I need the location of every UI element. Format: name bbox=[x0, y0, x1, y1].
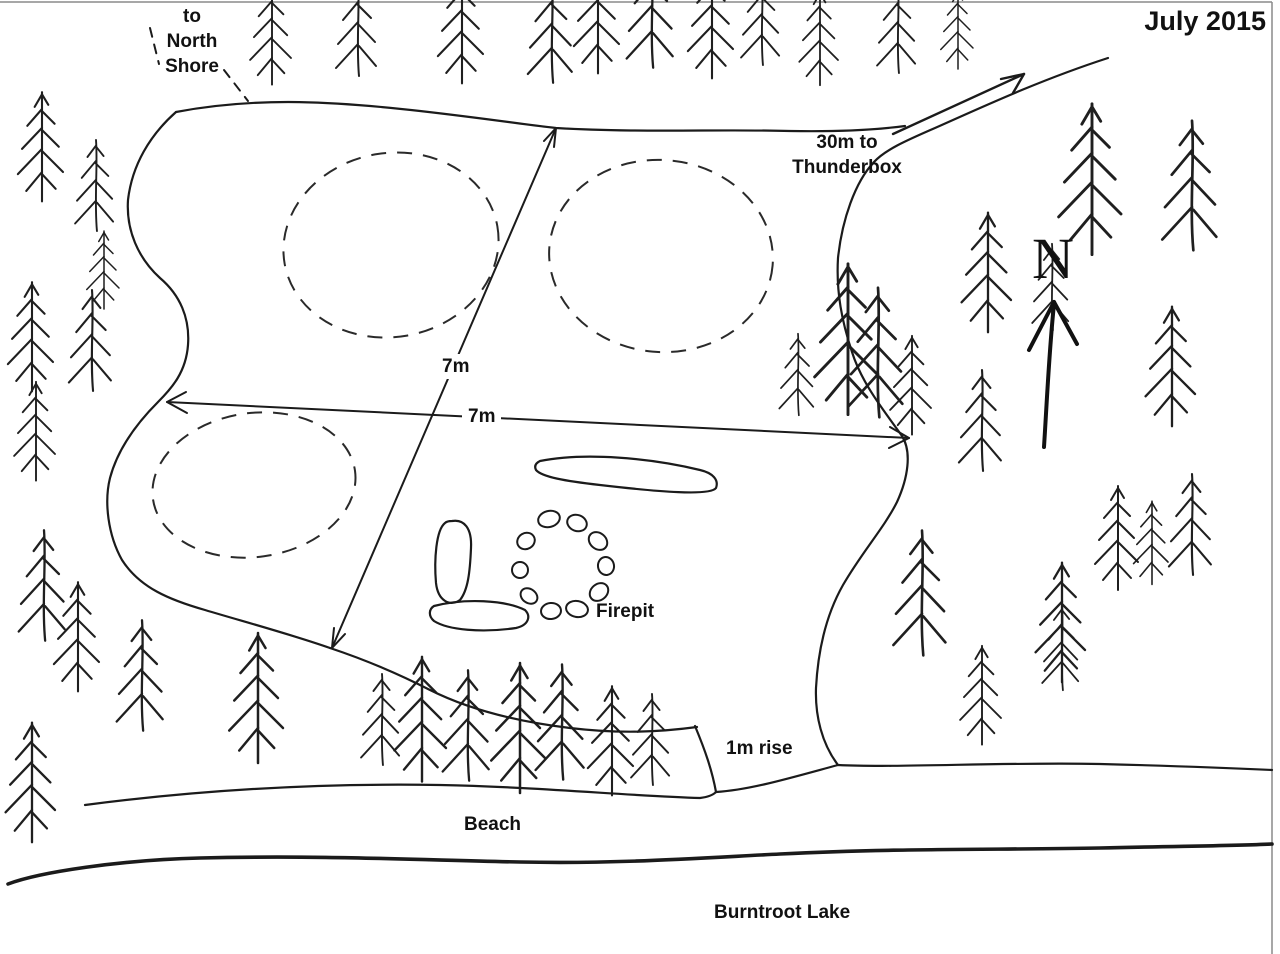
pine-tree-icon bbox=[740, 0, 781, 67]
pine-tree-icon bbox=[572, 0, 621, 75]
pine-tree-icon bbox=[13, 380, 56, 482]
tent-pad bbox=[282, 151, 500, 339]
pine-tree-icon bbox=[526, 0, 573, 84]
seat-rock bbox=[434, 519, 473, 604]
beach-and-shoreline bbox=[6, 762, 1274, 886]
pine-tree-icon bbox=[1144, 305, 1197, 428]
dimension-arrows bbox=[166, 127, 910, 649]
pine-tree-icon bbox=[441, 669, 490, 782]
pine-tree-icon bbox=[959, 644, 1002, 746]
diagonal-dimension-label: 7m bbox=[436, 354, 476, 379]
tent-pads bbox=[151, 151, 774, 559]
diagonal-dimension-line bbox=[331, 127, 557, 649]
pine-tree-icon bbox=[249, 0, 292, 86]
pine-tree-icon bbox=[960, 211, 1013, 334]
lake-label: Burntroot Lake bbox=[714, 902, 851, 923]
pine-tree-icon bbox=[630, 692, 671, 787]
thunderbox-label: 30m to Thunderbox bbox=[792, 132, 902, 178]
pine-tree-icon bbox=[115, 619, 164, 732]
firepit-label: Firepit bbox=[596, 601, 655, 622]
north-shore-trail-dashes bbox=[149, 27, 249, 102]
pine-tree-icon bbox=[4, 721, 57, 844]
beach-label: Beach bbox=[464, 814, 522, 835]
pine-tree-icon bbox=[686, 0, 735, 80]
pine-tree-icon bbox=[892, 529, 947, 657]
pine-tree-icon bbox=[1094, 485, 1139, 591]
pine-tree-icon bbox=[876, 0, 917, 75]
pine-tree-icon bbox=[889, 334, 932, 436]
pine-tree-icon bbox=[940, 0, 974, 70]
pine-tree-icon bbox=[335, 0, 377, 77]
pine-tree-icon bbox=[586, 685, 635, 797]
pine-tree-icon bbox=[436, 0, 485, 85]
horizontal-dimension-line bbox=[166, 401, 910, 439]
pine-tree-icon bbox=[1132, 500, 1169, 586]
pine-tree-icon bbox=[228, 631, 285, 765]
log-bench bbox=[534, 455, 718, 494]
pine-tree-icon bbox=[778, 332, 815, 417]
date-label: July 2015 bbox=[1144, 6, 1266, 36]
pine-tree-icon bbox=[17, 529, 66, 642]
log-benches bbox=[428, 455, 718, 632]
pine-tree-icon bbox=[534, 663, 585, 781]
north-arrow-icon bbox=[1027, 300, 1079, 449]
pine-tree-icon bbox=[1160, 119, 1218, 252]
pine-tree-icon bbox=[360, 672, 401, 767]
rise-label: 1m rise bbox=[726, 738, 793, 759]
beach-top-line bbox=[83, 783, 718, 807]
pine-tree-icon bbox=[798, 0, 839, 87]
log-seat bbox=[428, 599, 530, 632]
pine-tree-icon bbox=[625, 0, 674, 69]
north-letter-label: N bbox=[1032, 226, 1074, 291]
pine-tree-icon bbox=[16, 91, 65, 203]
thunderbox-arrow-icon bbox=[891, 72, 1026, 136]
horizontal-dimension-label: 7m bbox=[462, 404, 502, 429]
pine-tree-icon bbox=[1167, 473, 1212, 576]
pine-tree-icon bbox=[6, 281, 55, 393]
pine-tree-icon bbox=[74, 138, 115, 233]
firepit-rocks bbox=[511, 509, 616, 621]
tent-pad bbox=[548, 158, 774, 354]
tent-pad bbox=[151, 411, 357, 559]
forest-trees bbox=[4, 0, 1218, 844]
pine-tree-icon bbox=[813, 262, 879, 417]
shoreline bbox=[6, 842, 1274, 886]
pine-tree-icon bbox=[957, 369, 1002, 472]
north-shore-label: to North Shore bbox=[165, 6, 219, 77]
pine-tree-icon bbox=[490, 661, 547, 795]
beach-top-line-right bbox=[836, 762, 1274, 772]
